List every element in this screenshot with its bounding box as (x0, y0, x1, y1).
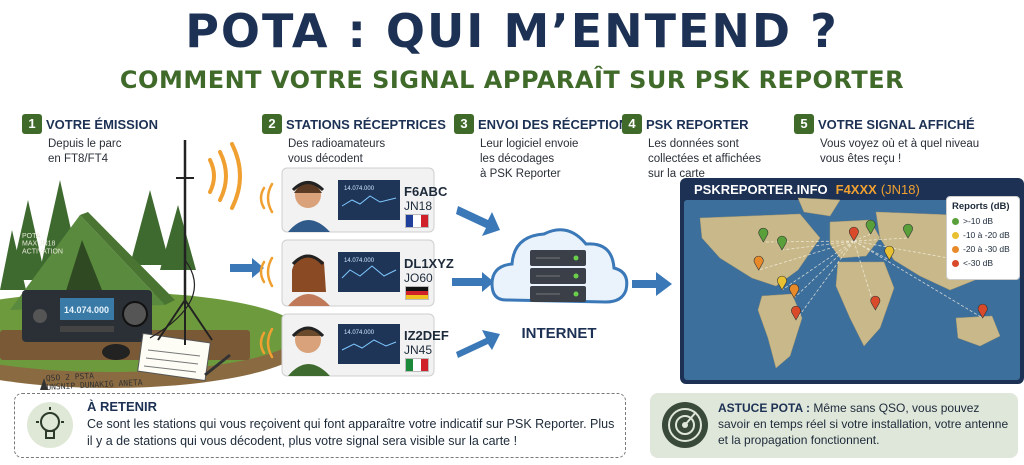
world-map (684, 197, 1020, 380)
station-card-3: 14.074.000 (281, 313, 435, 377)
map-header: PSKREPORTER.INFO F4XXX(JN18) (694, 182, 920, 197)
propagation-paths (758, 233, 983, 321)
report-marker[interactable] (777, 235, 787, 251)
station-callsign: DL1XYZ (404, 256, 454, 271)
propagation-path (853, 240, 983, 319)
tip-box: ASTUCE POTA : Même sans QSO, vous pouvez… (650, 393, 1018, 458)
report-marker[interactable] (977, 303, 988, 319)
step-heading: STATIONS RÉCEPTRICES (286, 116, 446, 132)
my-locator: (JN18) (880, 182, 920, 197)
report-marker[interactable] (865, 219, 876, 235)
step-heading: VOTRE SIGNAL AFFICHÉ (818, 116, 975, 132)
propagation-path (795, 240, 855, 321)
legend-marker-icon (952, 260, 959, 268)
propagation-path (781, 240, 855, 291)
report-marker[interactable] (753, 255, 764, 271)
legend-item: <-30 dB (952, 256, 1014, 270)
server-icon (530, 250, 586, 302)
step-heading: ENVOI DES RÉCEPTIONS (478, 116, 637, 132)
step-heading: PSK REPORTER (646, 116, 749, 132)
report-marker[interactable] (884, 245, 895, 261)
report-marker[interactable] (789, 283, 799, 299)
report-marker[interactable] (849, 226, 859, 242)
propagation-path (793, 240, 855, 299)
station-screen-frequency: 14.074.000 (344, 258, 375, 264)
station-waves-icon (259, 182, 274, 359)
legend-item: -10 à -20 dB (952, 228, 1014, 242)
step-number: 3 (454, 114, 474, 134)
step-number: 4 (622, 114, 642, 134)
station-locator: JN18 (404, 199, 433, 213)
station-locator: JN45 (404, 343, 433, 357)
takeaway-title: À RETENIR (87, 399, 158, 414)
report-marker[interactable] (791, 305, 801, 321)
legend-item: -20 à -30 dB (952, 242, 1014, 256)
arrow-to-stations-icon (230, 258, 264, 278)
key-takeaway-box: À RETENIR Ce sont les stations qui vous … (14, 393, 626, 458)
flag-france-icon (405, 214, 429, 228)
lightbulb-icon (27, 402, 73, 448)
my-callsign: F4XXX (835, 182, 877, 197)
propagation-path (853, 240, 960, 261)
map-legend: Reports (dB) >-10 dB -10 à -20 dB -20 à … (946, 196, 1020, 280)
page-title: POTA : QUI M’ENTEND ? (185, 4, 839, 58)
propagation-path (853, 237, 909, 242)
antenna-waves-icon (208, 142, 242, 210)
transceiver-radio: 14.074.000 (22, 290, 152, 342)
arrow-to-map-icon (632, 272, 672, 296)
legend-marker-icon (952, 246, 959, 254)
internet-label: INTERNET (521, 325, 597, 342)
report-marker[interactable] (758, 227, 769, 243)
legend-title: Reports (dB) (952, 201, 1010, 212)
report-marker[interactable] (870, 295, 881, 311)
step-number: 2 (262, 114, 282, 134)
takeaway-body: Ce sont les stations qui vous reçoivent … (87, 417, 615, 448)
arrows-to-internet-icon (452, 206, 500, 358)
propagation-path (853, 233, 871, 242)
station-callsign: IZ2DEF (404, 328, 449, 343)
station-card-2: 14.074.000 (281, 239, 435, 307)
microphone-icon (102, 344, 130, 360)
step-number: 1 (22, 114, 42, 134)
step-heading: VOTRE ÉMISSION (46, 116, 158, 132)
note-arrow-icon (40, 378, 48, 390)
map-site-name: PSKREPORTER.INFO (694, 182, 828, 197)
legend-item: >-10 dB (952, 214, 1014, 228)
propagation-path (781, 240, 854, 251)
station-screen-frequency: 14.074.000 (344, 186, 375, 192)
page-subtitle: COMMENT VOTRE SIGNAL APPARAÎT SUR PSK RE… (119, 66, 905, 94)
station-callsign: F6ABC (404, 184, 448, 199)
flag-germany-icon (405, 286, 429, 300)
station-screen-frequency: 14.074.000 (344, 330, 375, 336)
station-locator: JO60 (404, 271, 433, 285)
step-number: 5 (794, 114, 814, 134)
antenna-mast (149, 140, 213, 345)
report-marker[interactable] (903, 223, 913, 239)
legend-marker-icon (952, 218, 959, 226)
tip-title: ASTUCE POTA : (718, 401, 810, 415)
legend-marker-icon (952, 232, 959, 240)
radio-frequency-display: 14.074.000 (64, 305, 109, 315)
notepad (137, 332, 231, 382)
target-icon (662, 402, 708, 448)
propagation-path (758, 240, 854, 271)
flag-italy-icon (405, 358, 429, 372)
station-card-1: 14.074.000 (281, 167, 435, 233)
tip-body: ASTUCE POTA : Même sans QSO, vous pouvez… (718, 401, 1009, 447)
report-marker[interactable] (777, 275, 787, 291)
pskreporter-map-panel: PSKREPORTER.INFO F4XXX(JN18) (680, 178, 1024, 384)
report-markers (753, 219, 988, 321)
